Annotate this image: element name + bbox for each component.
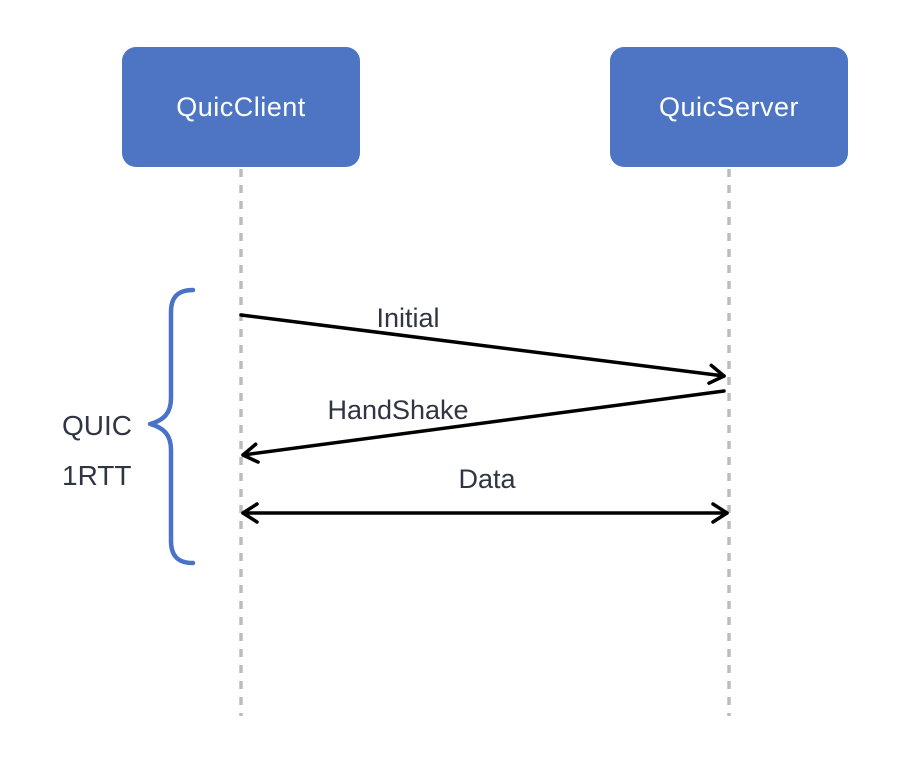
curly-brace <box>147 287 196 566</box>
actor-quicserver: QuicServer <box>610 47 848 167</box>
brace-label-line1: QUIC <box>62 410 132 441</box>
message-label-data: Data <box>458 464 516 494</box>
message-label-initial: Initial <box>376 303 440 333</box>
actor-quicclient-label: QuicClient <box>176 91 306 122</box>
actor-quicserver-label: QuicServer <box>658 91 800 122</box>
brace-label-line2: 1RTT <box>62 460 132 491</box>
actor-quicclient: QuicClient <box>122 47 360 167</box>
handshake-arrow <box>241 389 726 464</box>
message-label-handshake: HandShake <box>327 395 469 425</box>
brace-label: QUIC 1RTT <box>62 411 132 511</box>
initial-arrow <box>239 313 726 385</box>
